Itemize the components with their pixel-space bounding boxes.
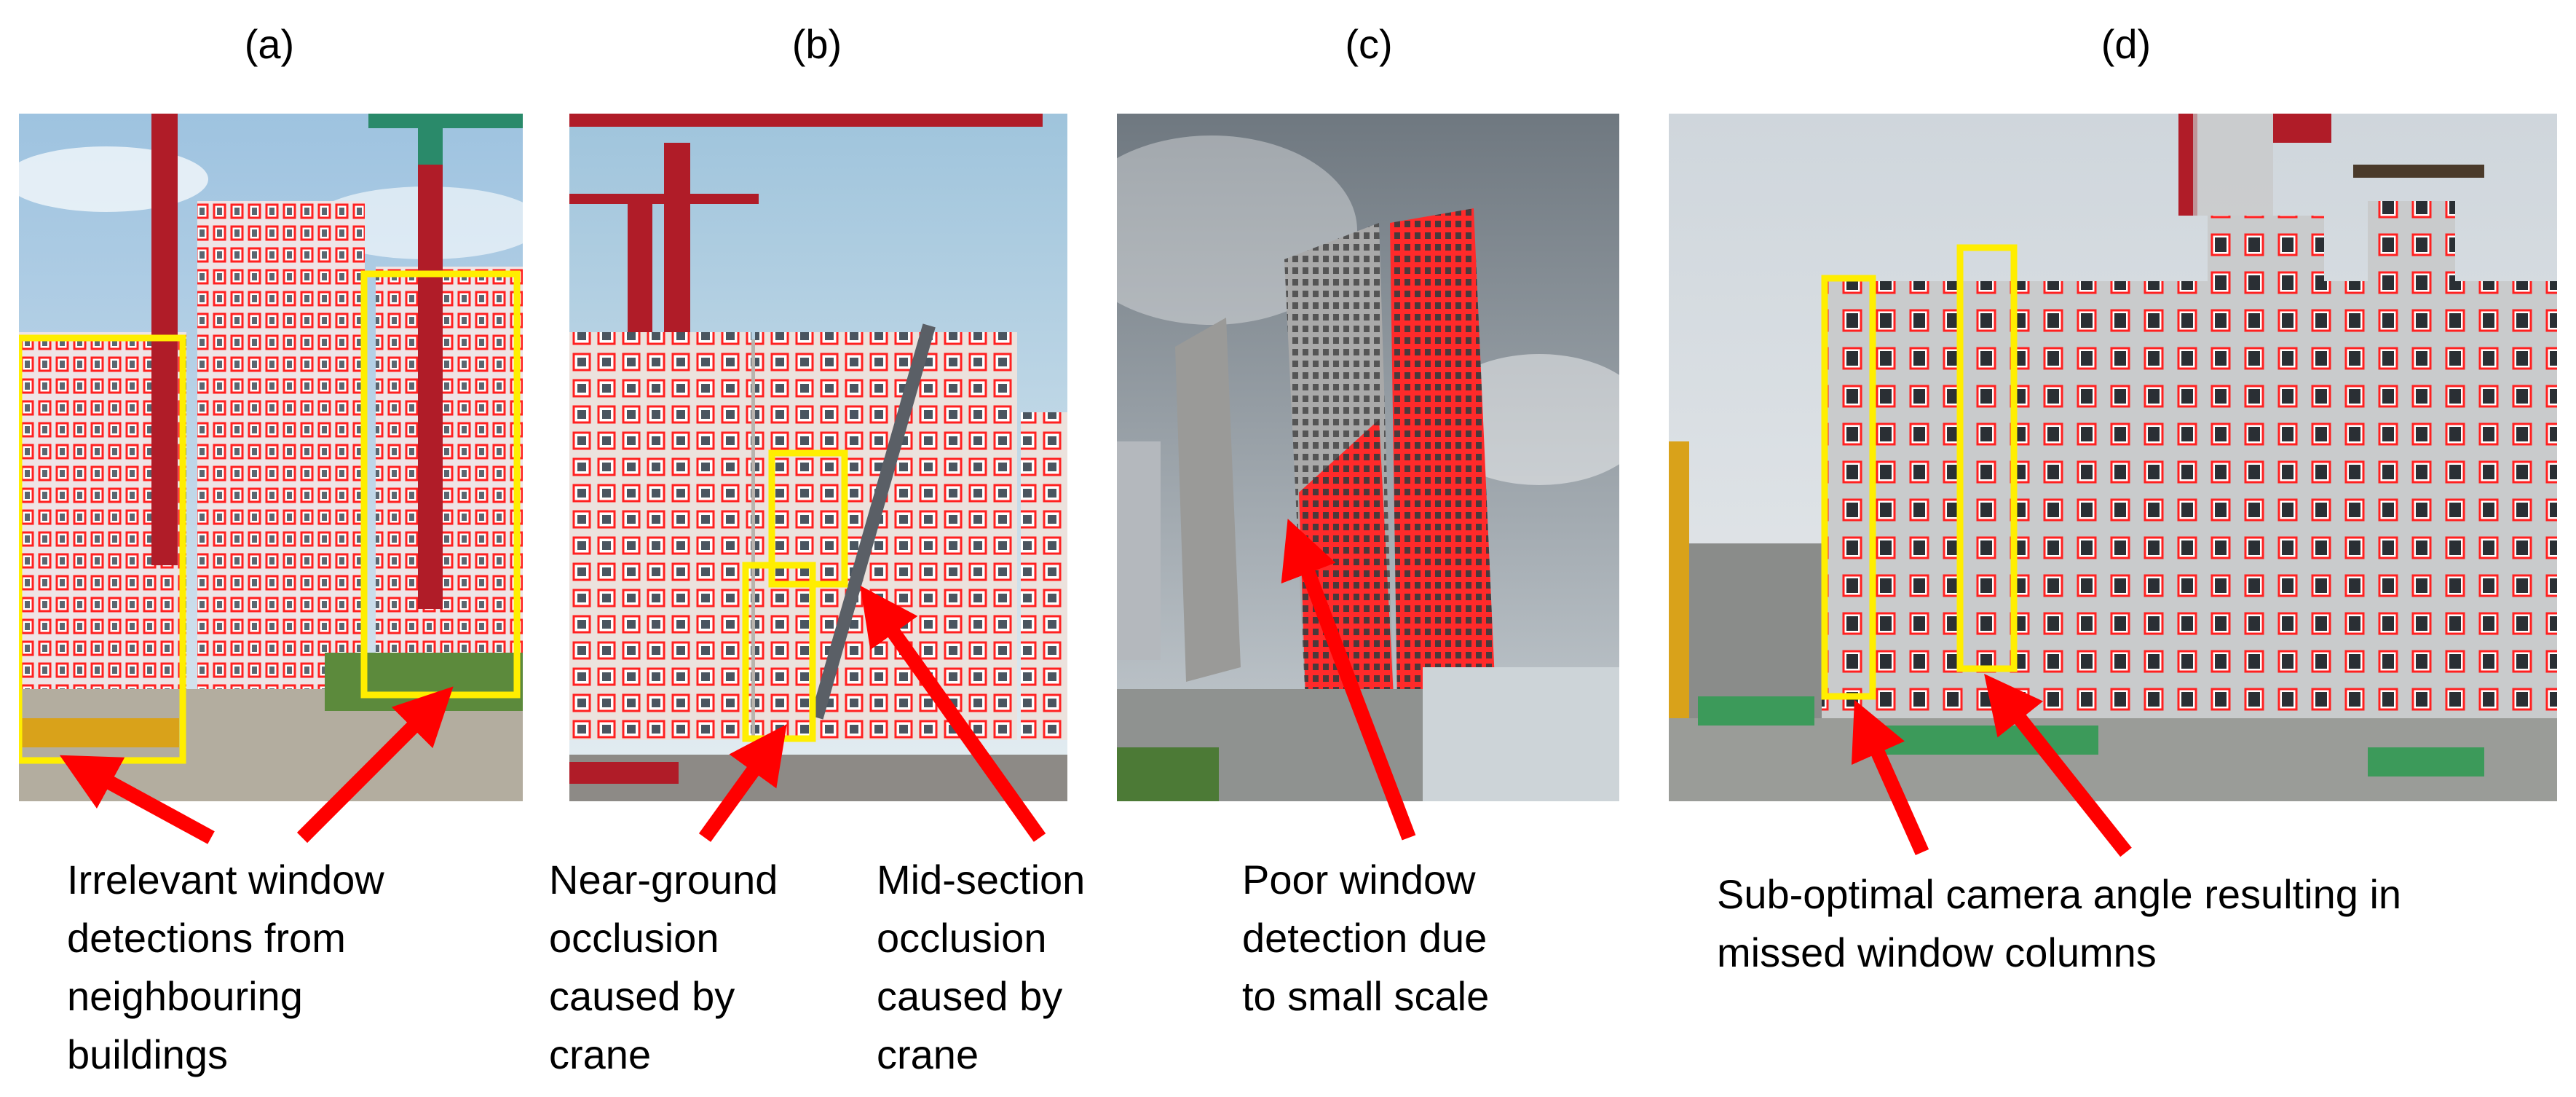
- arrow-a-left: [59, 755, 215, 844]
- caption-c: Poor window detection due to small scale: [1242, 857, 1490, 1019]
- panel-label-a: (a): [244, 21, 295, 67]
- photo-b: [569, 114, 1067, 801]
- arrow-a-right: [296, 686, 454, 844]
- arrow-c: [1281, 519, 1416, 841]
- panel-label-b: (b): [791, 21, 842, 67]
- arrow-b-right: [860, 585, 1046, 842]
- caption-d: Sub-optimal camera angle resulting in mi…: [1717, 871, 2402, 975]
- panel-label-c: (c): [1345, 21, 1393, 67]
- caption-a: Irrelevant window detections from neighb…: [67, 857, 384, 1077]
- arrow-d-right: [1984, 673, 2132, 857]
- caption-b-mid-section: Mid-section occlusion caused by crane: [877, 857, 1086, 1077]
- panel-label-d: (d): [2101, 21, 2152, 67]
- caption-b-near-ground: Near-ground occlusion caused by crane: [549, 857, 778, 1077]
- photo-d: [1669, 114, 2557, 801]
- arrow-d-left: [1851, 699, 1929, 856]
- arrow-b-left: [698, 724, 787, 842]
